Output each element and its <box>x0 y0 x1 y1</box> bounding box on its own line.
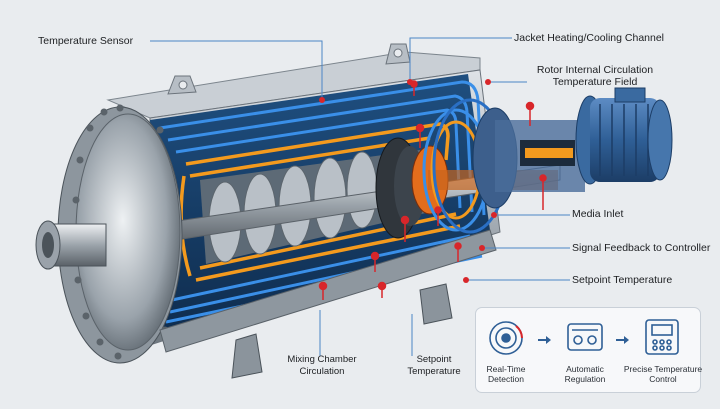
vessel-bottom-shell <box>159 229 497 353</box>
regulation-icon <box>567 323 603 351</box>
step-regulation: Automatic Regulation <box>545 364 625 384</box>
label-setpoint-bottom-line2: Temperature <box>407 366 461 377</box>
label-mixing-chamber: Mixing Chamber Circulation <box>280 354 364 378</box>
label-setpoint-temperature: Setpoint Temperature <box>572 274 673 286</box>
controller-icon <box>645 319 679 355</box>
step-precise-control: Precise Temperature Control <box>618 364 708 384</box>
control-process-graphics <box>489 319 679 355</box>
label-mixing-chamber-line1: Mixing Chamber <box>287 354 357 365</box>
label-rotor-field-line2: Temperature Field <box>552 76 638 88</box>
label-rotor-field-line1: Rotor Internal Circulation <box>536 64 654 76</box>
label-rotor-field: Rotor Internal Circulation Temperature F… <box>530 64 660 88</box>
step-regulation-line2: Regulation <box>564 374 606 384</box>
label-setpoint-bottom: Setpoint Temperature <box>392 354 476 378</box>
arrow-right-icon <box>616 336 629 344</box>
motor-body <box>590 98 660 182</box>
support-foot <box>419 283 453 325</box>
step-detection-line2: Detection <box>488 374 524 384</box>
step-detection: Real-Time Detection <box>466 364 546 384</box>
step-detection-line1: Real-Time <box>486 364 526 374</box>
control-process-panel: Real-Time Detection Automatic Regulation… <box>475 307 702 393</box>
label-media-inlet: Media Inlet <box>572 208 624 220</box>
vessel-top-shell <box>106 51 481 119</box>
terminal-box <box>614 87 646 103</box>
label-mixing-chamber-line2: Circulation <box>299 366 345 377</box>
support-foot <box>231 333 263 379</box>
label-setpoint-bottom-line1: Setpoint <box>416 354 452 365</box>
arrow-right-icon <box>538 336 551 344</box>
detection-icon <box>489 321 523 355</box>
step-precise-control-line1: Precise Temperature <box>623 364 703 374</box>
step-regulation-line1: Automatic <box>566 364 604 374</box>
leader-lines <box>150 37 570 356</box>
label-temperature-sensor: Temperature Sensor <box>38 35 134 47</box>
temperature-sensors <box>318 80 547 300</box>
label-jacket-channel: Jacket Heating/Cooling Channel <box>514 32 665 44</box>
step-precise-control-line2: Control <box>649 374 677 384</box>
label-signal-feedback: Signal Feedback to Controller <box>572 242 711 254</box>
